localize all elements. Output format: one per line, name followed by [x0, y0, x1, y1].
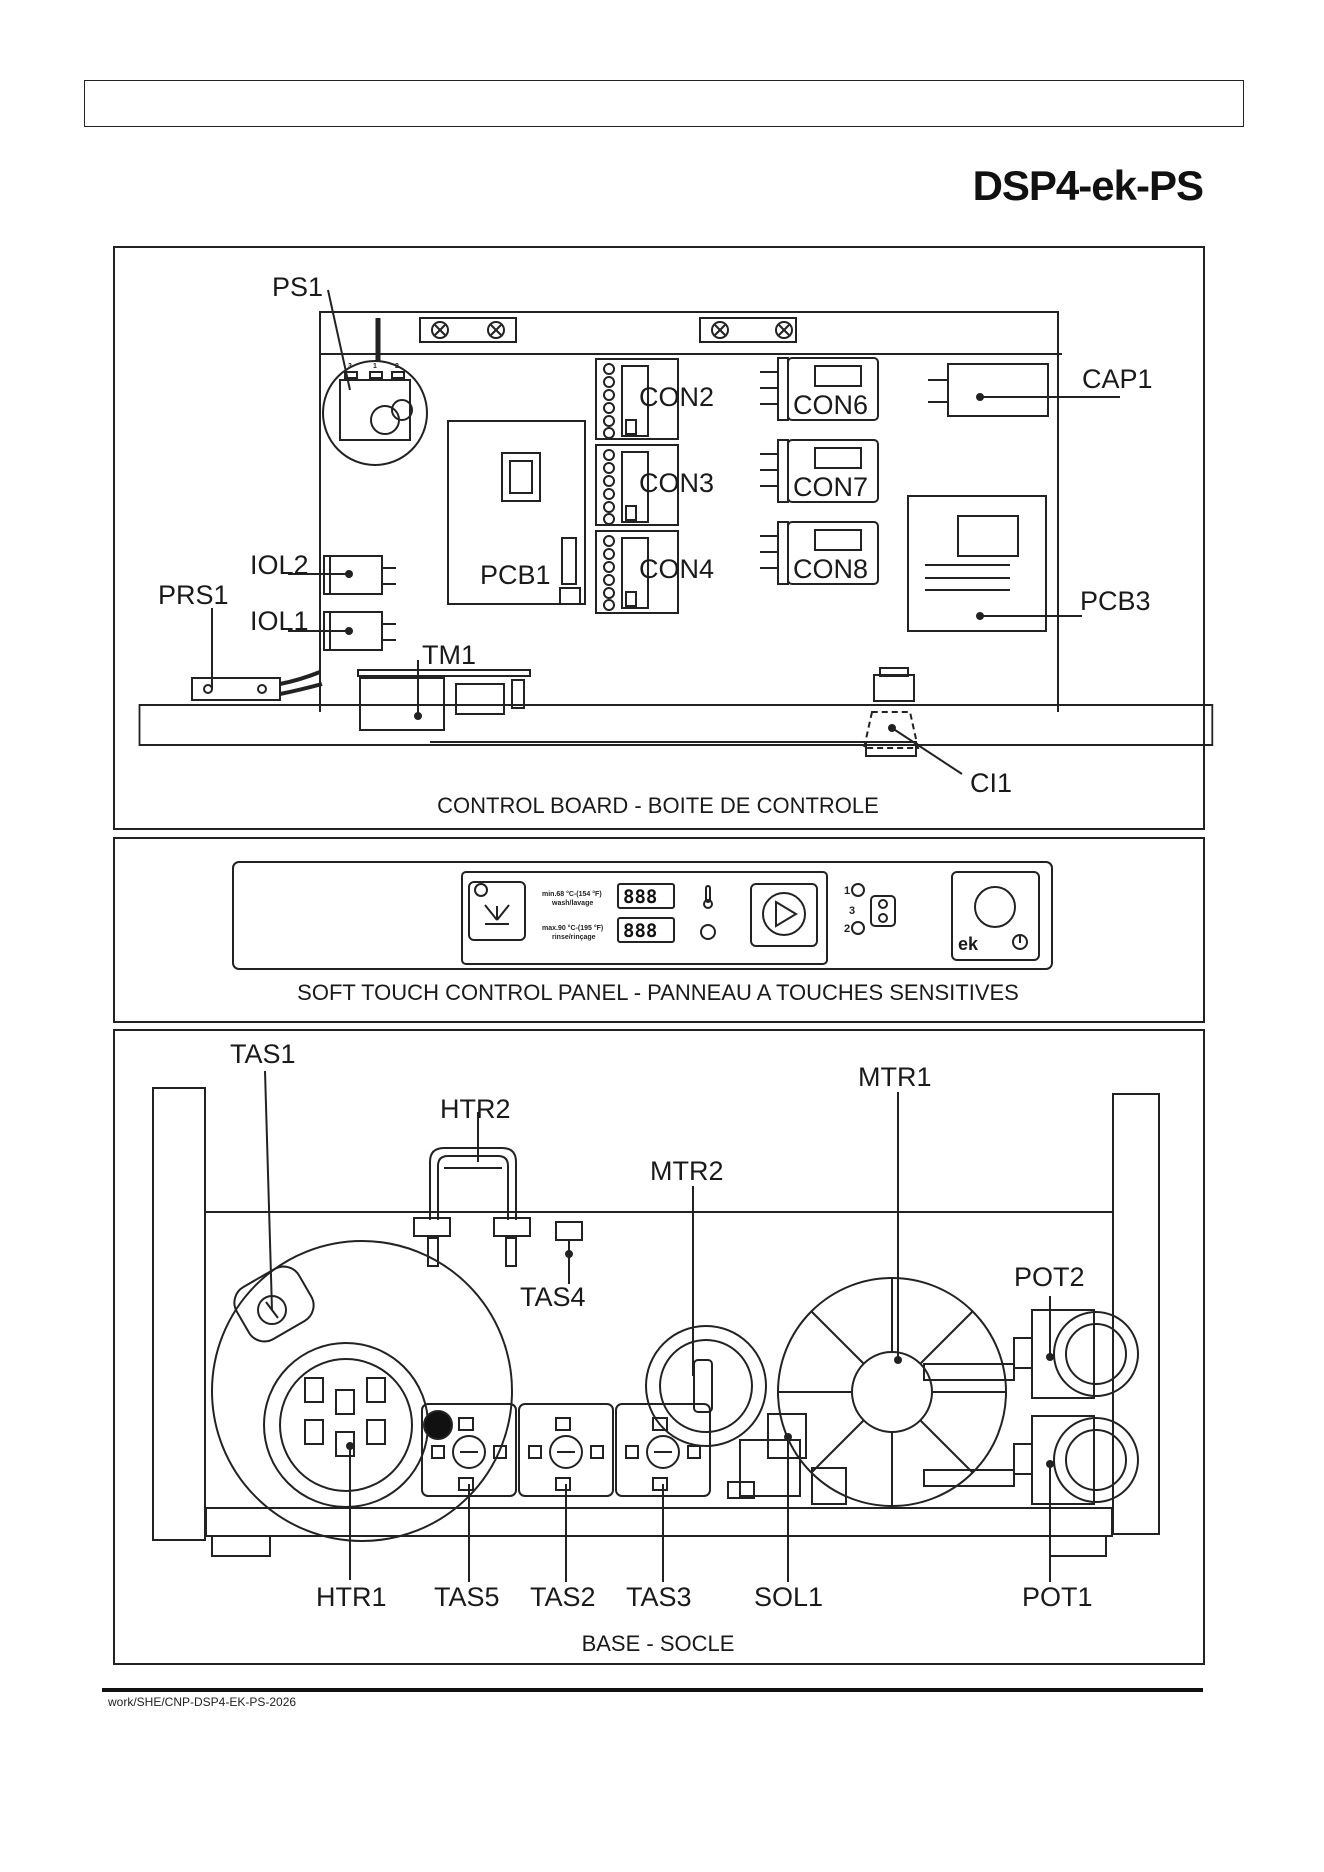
caption-base: BASE - SOCLE: [582, 1631, 735, 1656]
iol2-overload: [288, 555, 396, 595]
tas3-thermostat: [615, 1403, 711, 1582]
rinse-label-text: rinse/rinçage: [552, 934, 596, 941]
cap1-capacitor: [928, 363, 1120, 417]
wash-temp-display: [617, 883, 675, 909]
caption-control-panel: SOFT TOUCH CONTROL PANEL - PANNEAU A TOU…: [297, 980, 1019, 1005]
label-sol1: SOL1: [754, 1582, 823, 1612]
label-tas1: TAS1: [230, 1039, 296, 1069]
con6-connector: [760, 357, 879, 421]
label-htr2: HTR2: [440, 1094, 511, 1124]
con8-connector: [760, 521, 879, 585]
label-cap1: CAP1: [1082, 364, 1153, 394]
rinse-temp-text: max.90 °C-(195 °F): [542, 924, 603, 932]
label-ps1: PS1: [272, 272, 323, 302]
con7-connector: [760, 439, 879, 503]
base-frame: [113, 1029, 1205, 1665]
caption-control-board: CONTROL BOARD - BOITE DE CONTROLE: [437, 793, 879, 818]
panel-body: [232, 861, 1053, 970]
con3-terminal-block: [595, 444, 679, 526]
power-icon: [1012, 934, 1028, 950]
pot1-pump: [923, 1415, 1139, 1582]
htr2-heater: [413, 1112, 531, 1267]
wash-display-digits: 888: [623, 886, 657, 908]
cycle-2: 2: [844, 923, 850, 935]
label-mtr2: MTR2: [650, 1156, 724, 1186]
label-con4: CON4: [639, 554, 714, 584]
ps1-pin-1: 1: [373, 363, 377, 370]
mtr1-wash-motor: [777, 1092, 1007, 1507]
base-floor: [205, 1507, 1113, 1537]
label-con2: CON2: [639, 382, 714, 412]
tas2-thermostat: [518, 1403, 614, 1582]
cycle-3: 3: [849, 905, 855, 917]
power-area: [951, 871, 1040, 961]
pcb1-board: [447, 420, 586, 605]
label-tm1: TM1: [422, 640, 476, 670]
rinse-display-digits: 888: [623, 920, 657, 942]
label-iol2: IOL2: [250, 550, 309, 580]
tm1-timer: [357, 660, 531, 731]
con2-terminal-block: [595, 358, 679, 440]
label-pcb3: PCB3: [1080, 586, 1151, 616]
model-title: DSP4-ek-PS: [972, 162, 1204, 209]
prs1-pressure-sensor: [191, 608, 323, 701]
htr1-heater-element: [304, 1377, 386, 1580]
sol1-solenoid-valve: [727, 1413, 847, 1582]
power-button: [974, 886, 1016, 928]
start-button: [750, 883, 818, 947]
reset-button: [423, 1410, 453, 1440]
ps1-pin-3: 3: [348, 363, 352, 370]
wash-temp-text: min.68 °C-(154 °F): [542, 890, 602, 898]
mtr2-drain-motor: [645, 1186, 767, 1447]
tas4-thermostat: [555, 1221, 583, 1284]
label-con7: CON7: [793, 472, 868, 502]
base-right-post: [1112, 1093, 1160, 1535]
con4-terminal-block: [595, 530, 679, 614]
rinse-temp-display: [617, 917, 675, 943]
panel-display-area: [461, 871, 828, 965]
control-panel-frame: [113, 837, 1205, 1023]
label-tas4: TAS4: [520, 1282, 586, 1312]
label-pcb1: PCB1: [480, 560, 551, 590]
cycle-selector-icon: [870, 895, 896, 927]
document-reference: work/SHE/CNP-DSP4-EK-PS-2026: [108, 1695, 297, 1709]
base-left-post: [152, 1087, 206, 1541]
board-base-strip: [138, 704, 1214, 746]
label-htr1: HTR1: [316, 1582, 387, 1612]
pot2-pump: [923, 1296, 1139, 1399]
label-tas3: TAS3: [626, 1582, 692, 1612]
header-box: [84, 80, 1244, 127]
label-con8: CON8: [793, 554, 868, 584]
cycle-1: 1: [844, 885, 850, 897]
wash-tank: [211, 1240, 513, 1542]
top-bracket-right: [699, 317, 797, 343]
pcb3-board: [907, 495, 1082, 632]
label-iol1: IOL1: [250, 606, 309, 636]
thermometer-icon: [705, 885, 711, 903]
control-board-frame: [113, 246, 1205, 830]
footer-rule: [102, 1688, 1203, 1692]
top-bracket-left: [419, 317, 517, 343]
label-pot2: POT2: [1014, 1262, 1085, 1292]
tas1-thermostat: [233, 1070, 315, 1343]
label-pot1: POT1: [1022, 1582, 1093, 1612]
label-con6: CON6: [793, 390, 868, 420]
label-tas2: TAS2: [530, 1582, 596, 1612]
label-con3: CON3: [639, 468, 714, 498]
label-prs1: PRS1: [158, 580, 229, 610]
ci1-indicator: [862, 667, 963, 775]
ps1-pin-2: 2: [395, 363, 399, 370]
iol1-overload: [288, 611, 396, 651]
tas5-thermostat: [421, 1403, 517, 1582]
label-mtr1: MTR1: [858, 1062, 932, 1092]
label-tas5: TAS5: [434, 1582, 500, 1612]
wash-label-text: wash/lavage: [551, 900, 593, 907]
wash-button: [468, 881, 526, 941]
status-led: [700, 924, 716, 940]
brand-logo: ek: [958, 934, 979, 954]
ps1-pressure-switch: [322, 289, 428, 466]
label-ci1: CI1: [970, 768, 1012, 798]
